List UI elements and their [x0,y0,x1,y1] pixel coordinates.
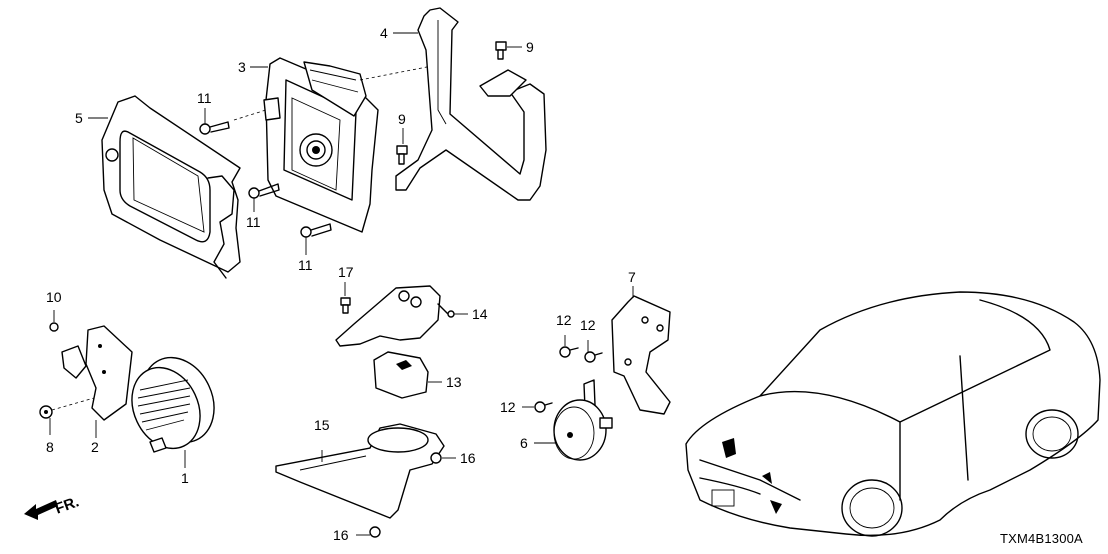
bolt-12-b [584,351,603,363]
bolt-10 [49,322,59,332]
callout-13: 13 [446,374,462,390]
callout-11-middle: 11 [246,214,261,230]
callout-8: 8 [46,439,54,455]
callout-10: 10 [46,289,62,305]
part-13-sensor [373,351,429,399]
front-arrow-icon [24,500,58,520]
callout-9-lower: 9 [398,111,406,127]
part-3-control-unit [263,57,379,233]
part-6-horn [553,379,613,461]
callout-11-upper: 11 [197,90,212,106]
callout-6: 6 [520,435,528,451]
callout-12-right: 12 [580,317,596,333]
callout-12-left: 12 [556,312,572,328]
callout-2: 2 [91,439,99,455]
bolt-9-a [495,41,507,60]
bolt-9-b [396,145,408,165]
callout-17: 17 [338,264,354,280]
bolt-8 [39,405,53,419]
bolt-11-c [300,223,332,238]
part-14-bracket [335,285,455,347]
bolt-11-a [199,121,230,135]
callout-4: 4 [380,25,388,41]
part-5-housing [101,95,241,279]
callout-15: 15 [314,417,330,433]
part-15-bracket [275,423,445,519]
leader-lines [49,32,634,536]
callout-7: 7 [628,269,636,285]
part-4-bracket [395,7,547,201]
bolt-12-a [559,346,579,358]
callout-14: 14 [472,306,488,322]
callout-16-right: 16 [460,450,476,466]
part-7-horn-bracket [611,295,671,415]
callout-16-bottom: 16 [333,527,349,543]
part-1-speaker [131,356,215,453]
grommet-16-a [430,452,442,464]
part-2-speaker-bracket [61,325,133,421]
diagram-code: TXM4B1300A [1000,531,1083,546]
callout-12-lower: 12 [500,399,516,415]
callout-11-lower: 11 [298,257,313,273]
callout-1: 1 [181,470,189,486]
callout-5: 5 [75,110,83,126]
bolt-12-c [534,401,553,413]
vehicle-outline [685,291,1101,537]
callout-9-upper: 9 [526,39,534,55]
callout-3: 3 [238,59,246,75]
grommet-16-b [369,526,381,538]
bolt-17 [340,297,351,314]
